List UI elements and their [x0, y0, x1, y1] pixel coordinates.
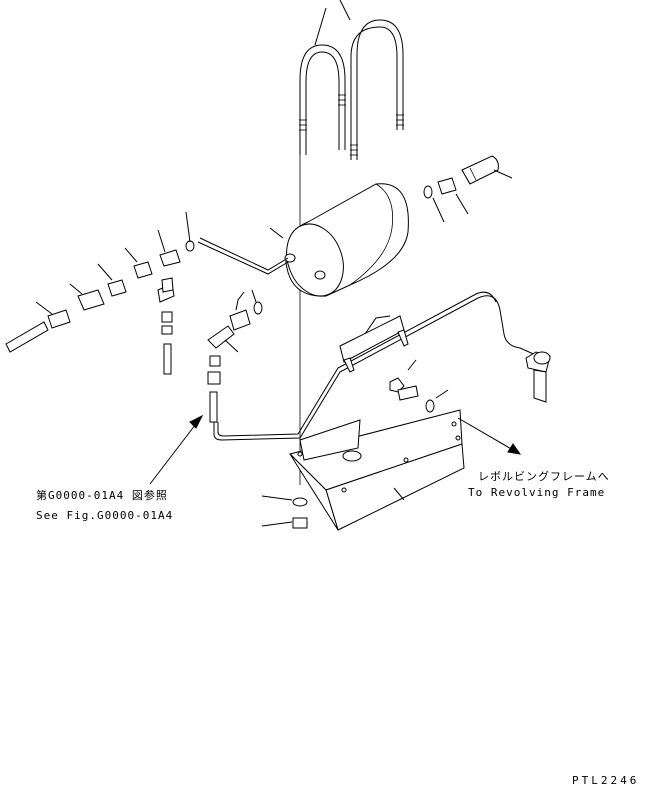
mounting-bolt — [389, 359, 449, 413]
inlet-fitting-chain — [5, 211, 195, 353]
tank-inlet-pipe — [199, 237, 289, 271]
u-bolt-pair — [299, 0, 404, 160]
revolving-frame-arrow — [457, 417, 522, 455]
reference-note-jp: 第G0000-01A4 図参照 — [36, 488, 168, 502]
elbow-fitting — [207, 289, 263, 423]
air-tank — [269, 183, 409, 297]
washer-and-nut — [261, 495, 308, 529]
reference-arrow — [149, 414, 204, 485]
pipe-connector — [525, 351, 551, 403]
pipe-clamp — [339, 315, 409, 373]
outlet-pipe — [213, 295, 539, 441]
direction-note-jp: レボルビングフレームへ — [478, 469, 610, 483]
direction-note-en: To Revolving Frame — [468, 486, 605, 499]
reference-note-en: See Fig.G0000-01A4 — [36, 509, 173, 522]
vertical-pipe-and-nuts — [161, 311, 173, 375]
drain-valve-fittings — [423, 155, 513, 223]
mounting-bracket — [289, 409, 465, 531]
drawing-code: PTL2246 — [572, 774, 639, 787]
